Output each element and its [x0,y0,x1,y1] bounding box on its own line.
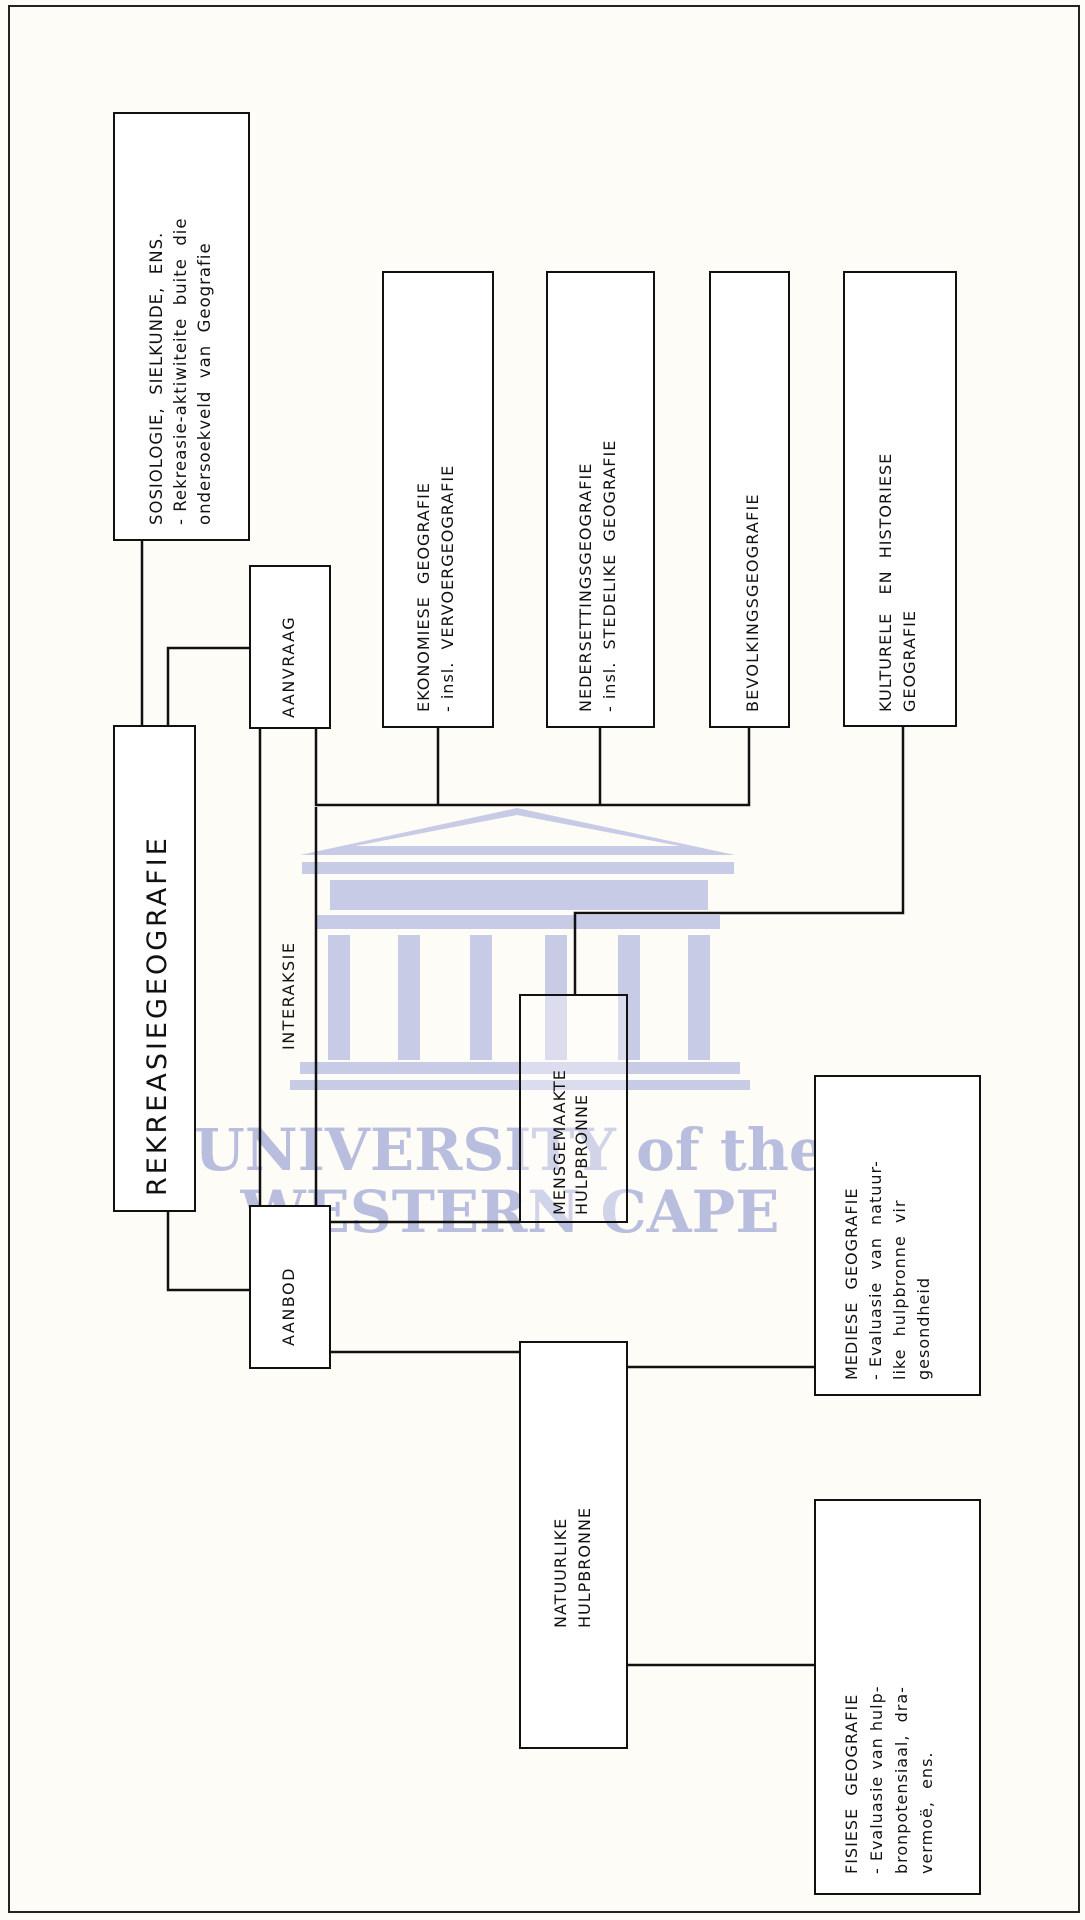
aanbod-label: AANBOD [279,1267,298,1346]
natuurlike-label-line: HULPBRONNE [575,1507,594,1628]
sosiologie-label-line: ondersoekveld van Geografie [195,242,214,525]
sosiologie-label-line: - Rekreasie-aktiwiteite buite die [171,217,190,525]
ekonomiese-label: EKONOMIESE GEOGRAFIE - insl. VERVOERGEOGR… [414,465,457,712]
bevolkings-label-line: BEVOLKINGSGEOGRAFIE [743,493,762,712]
kulturele-label-line: KULTURELE EN HISTORIESE [876,453,895,712]
node-boxes [113,112,981,1895]
kulturele-geografie-box [843,271,957,727]
fisiese-geografie-box [814,1499,981,1895]
mediese-geografie-box [814,1075,981,1396]
sosiologie-label: SOSIOLOGIE, SIELKUNDE, ENS. - Rekreasie-a… [147,217,214,525]
mediese-label-line: - Evaluasie van natuur- [866,1160,885,1380]
interaksie-label-line: INTERAKSIE [279,942,298,1050]
connector-kulturele [573,726,905,995]
connector-root-aanbod [166,1211,250,1292]
mediese-label-line: MEDIESE GEOGRAFIE [842,1188,861,1380]
ekonomiese-geografie-box [382,271,494,728]
aanvraag-box [249,565,331,729]
kulturele-label-line: GEOGRAFIE [900,610,919,712]
nedersettings-label-line: NEDERSETTINGSGEOGRAFIE [576,463,595,712]
natuurlike-label: NATUURLIKE HULPBRONNE [551,1507,594,1628]
watermark-line1: UNIVERSITY of the [194,1116,826,1184]
kulturele-label: KULTURELE EN HISTORIESE GEOGRAFIE [876,453,919,712]
interaksie-label: INTERAKSIE [279,942,298,1050]
sosiologie-box [113,112,250,541]
connector-interaksie-bracket [314,726,751,807]
nedersettingsgeografie-box [546,271,655,728]
ekonomiese-label-line: - insl. VERVOERGEOGRAFIE [438,465,457,712]
nedersettings-label-line: - insl. STEDELIKE GEOGRAFIE [600,440,619,712]
fisiese-label-line: bronpotensiaal, dra- [892,1686,911,1874]
aanvraag-label-line: AANVRAAG [279,616,298,718]
fisiese-label-line: - Evaluasie van hulp- [867,1686,886,1875]
rekreasiegeografie-box [113,725,196,1212]
aanbod-box [249,1205,331,1369]
nedersettings-label: NEDERSETTINGSGEOGRAFIE - insl. STEDELIKE … [576,440,619,712]
root-label-line: REKREASIEGEOGRAFIE [142,835,173,1196]
connector-root-aanvraag [166,646,250,726]
aanvraag-label: AANVRAAG [279,616,298,718]
mensgemaakte-label-line: HULPBRONNE [572,1094,591,1215]
mensgemaakte-label-line: MENSGEMAAKTE [550,1069,569,1215]
root-label: REKREASIEGEOGRAFIE [142,835,173,1196]
mediese-label-line: like hulpbronne vir [890,1200,909,1380]
natuurlike-hulpbronne-box [519,1341,628,1749]
mensgemaakte-hulpbronne-box [519,994,628,1223]
mediese-label: MEDIESE GEOGRAFIE - Evaluasie van natuur-… [842,1160,933,1380]
bevolkingsgeografie-box [709,271,790,728]
fisiese-label-line: vermoë, ens. [917,1752,936,1875]
aanbod-label-line: AANBOD [279,1267,298,1346]
page-frame [8,5,1080,1913]
natuurlike-label-line: NATUURLIKE [551,1518,570,1628]
ekonomiese-label-line: EKONOMIESE GEOGRAFIE [414,482,433,712]
bevolkings-label: BEVOLKINGSGEOGRAFIE [743,493,762,712]
mediese-label-line: gesondheid [914,1277,933,1380]
fisiese-label-line: FISIESE GEOGRAFIE [842,1694,861,1874]
sosiologie-label-line: SOSIOLOGIE, SIELKUNDE, ENS. [147,232,166,525]
fisiese-label: FISIESE GEOGRAFIE - Evaluasie van hulp-br… [842,1686,936,1875]
node-labels: REKREASIEGEOGRAFIE SOSIOLOGIE, SIELKUNDE,… [142,217,936,1874]
